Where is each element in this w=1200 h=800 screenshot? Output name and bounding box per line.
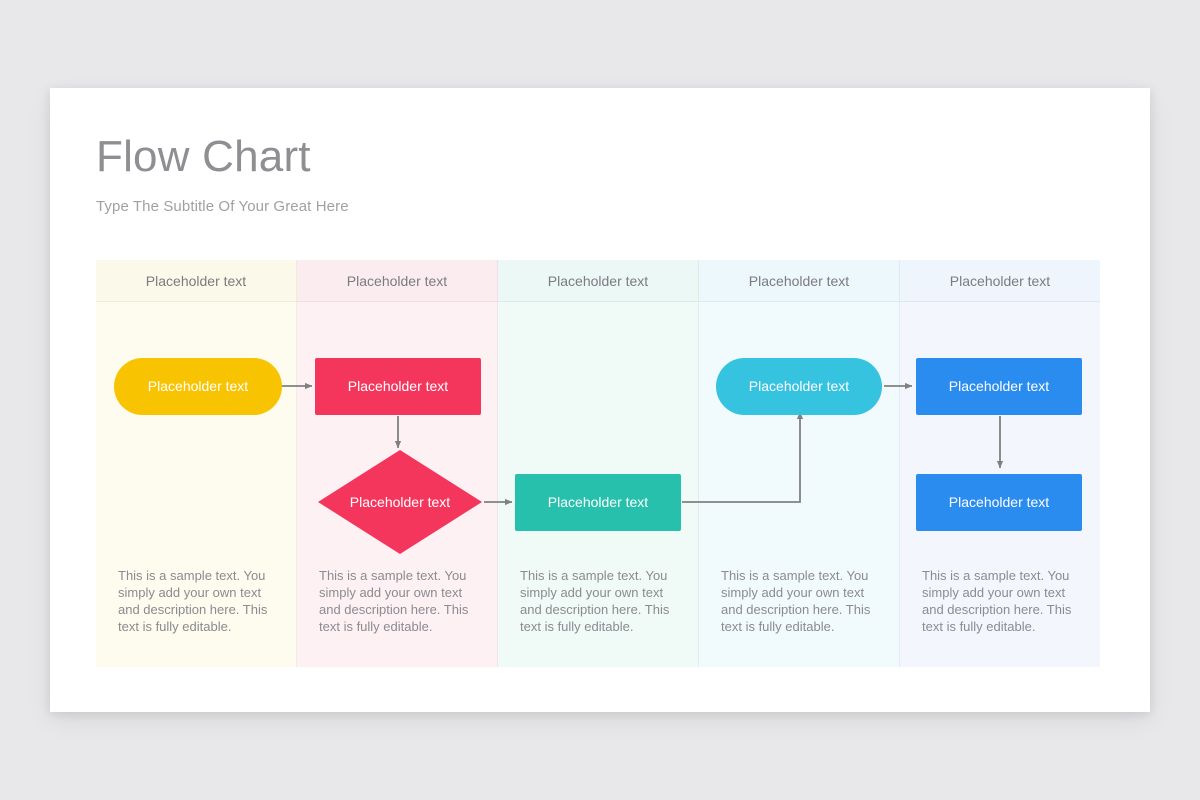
flow-shapes-layer: Placeholder text Placeholder text Placeh… bbox=[96, 302, 1100, 667]
flow-chart-table: Placeholder text Placeholder text Placeh… bbox=[96, 260, 1100, 667]
column-header-label: Placeholder text bbox=[145, 272, 247, 289]
column-header-4[interactable]: Placeholder text bbox=[699, 260, 900, 302]
flow-node-label: Placeholder text bbox=[147, 378, 249, 394]
flow-node-label: Placeholder text bbox=[547, 494, 649, 510]
flow-node-n6[interactable]: Placeholder text bbox=[916, 358, 1082, 415]
flow-node-label: Placeholder text bbox=[748, 378, 850, 394]
column-header-label: Placeholder text bbox=[346, 272, 448, 289]
column-description: This is a sample text. You simply add yo… bbox=[922, 568, 1072, 634]
column-header-2[interactable]: Placeholder text bbox=[297, 260, 498, 302]
diamond-icon bbox=[318, 450, 482, 554]
column-description: This is a sample text. You simply add yo… bbox=[721, 568, 871, 634]
flow-node-n1[interactable]: Placeholder text bbox=[114, 358, 282, 415]
page-subtitle: Type The Subtitle Of Your Great Here bbox=[96, 198, 349, 215]
flow-node-label: Placeholder text bbox=[349, 493, 451, 510]
page-title: Flow Chart bbox=[96, 132, 311, 181]
flow-node-n4[interactable]: Placeholder text bbox=[515, 474, 681, 531]
table-header-row: Placeholder text Placeholder text Placeh… bbox=[96, 260, 1100, 302]
column-body-4: This is a sample text. You simply add yo… bbox=[699, 302, 900, 667]
flow-node-n7[interactable]: Placeholder text bbox=[916, 474, 1082, 531]
column-header-3[interactable]: Placeholder text bbox=[498, 260, 699, 302]
column-header-label: Placeholder text bbox=[748, 272, 850, 289]
slide-card: Flow Chart Type The Subtitle Of Your Gre… bbox=[50, 88, 1150, 712]
flow-node-n5[interactable]: Placeholder text bbox=[716, 358, 882, 415]
column-description: This is a sample text. You simply add yo… bbox=[118, 568, 268, 634]
column-body-1: This is a sample text. You simply add yo… bbox=[96, 302, 297, 667]
column-header-label: Placeholder text bbox=[547, 272, 649, 289]
flow-node-label: Placeholder text bbox=[948, 494, 1050, 510]
column-header-5[interactable]: Placeholder text bbox=[900, 260, 1100, 302]
flow-node-label: Placeholder text bbox=[347, 378, 449, 394]
column-description: This is a sample text. You simply add yo… bbox=[319, 568, 469, 634]
flow-node-n2[interactable]: Placeholder text bbox=[315, 358, 481, 415]
flow-node-label: Placeholder text bbox=[948, 378, 1050, 394]
column-header-1[interactable]: Placeholder text bbox=[96, 260, 297, 302]
flow-node-n3[interactable]: Placeholder text bbox=[318, 450, 482, 554]
column-header-label: Placeholder text bbox=[949, 272, 1051, 289]
column-description: This is a sample text. You simply add yo… bbox=[520, 568, 670, 634]
